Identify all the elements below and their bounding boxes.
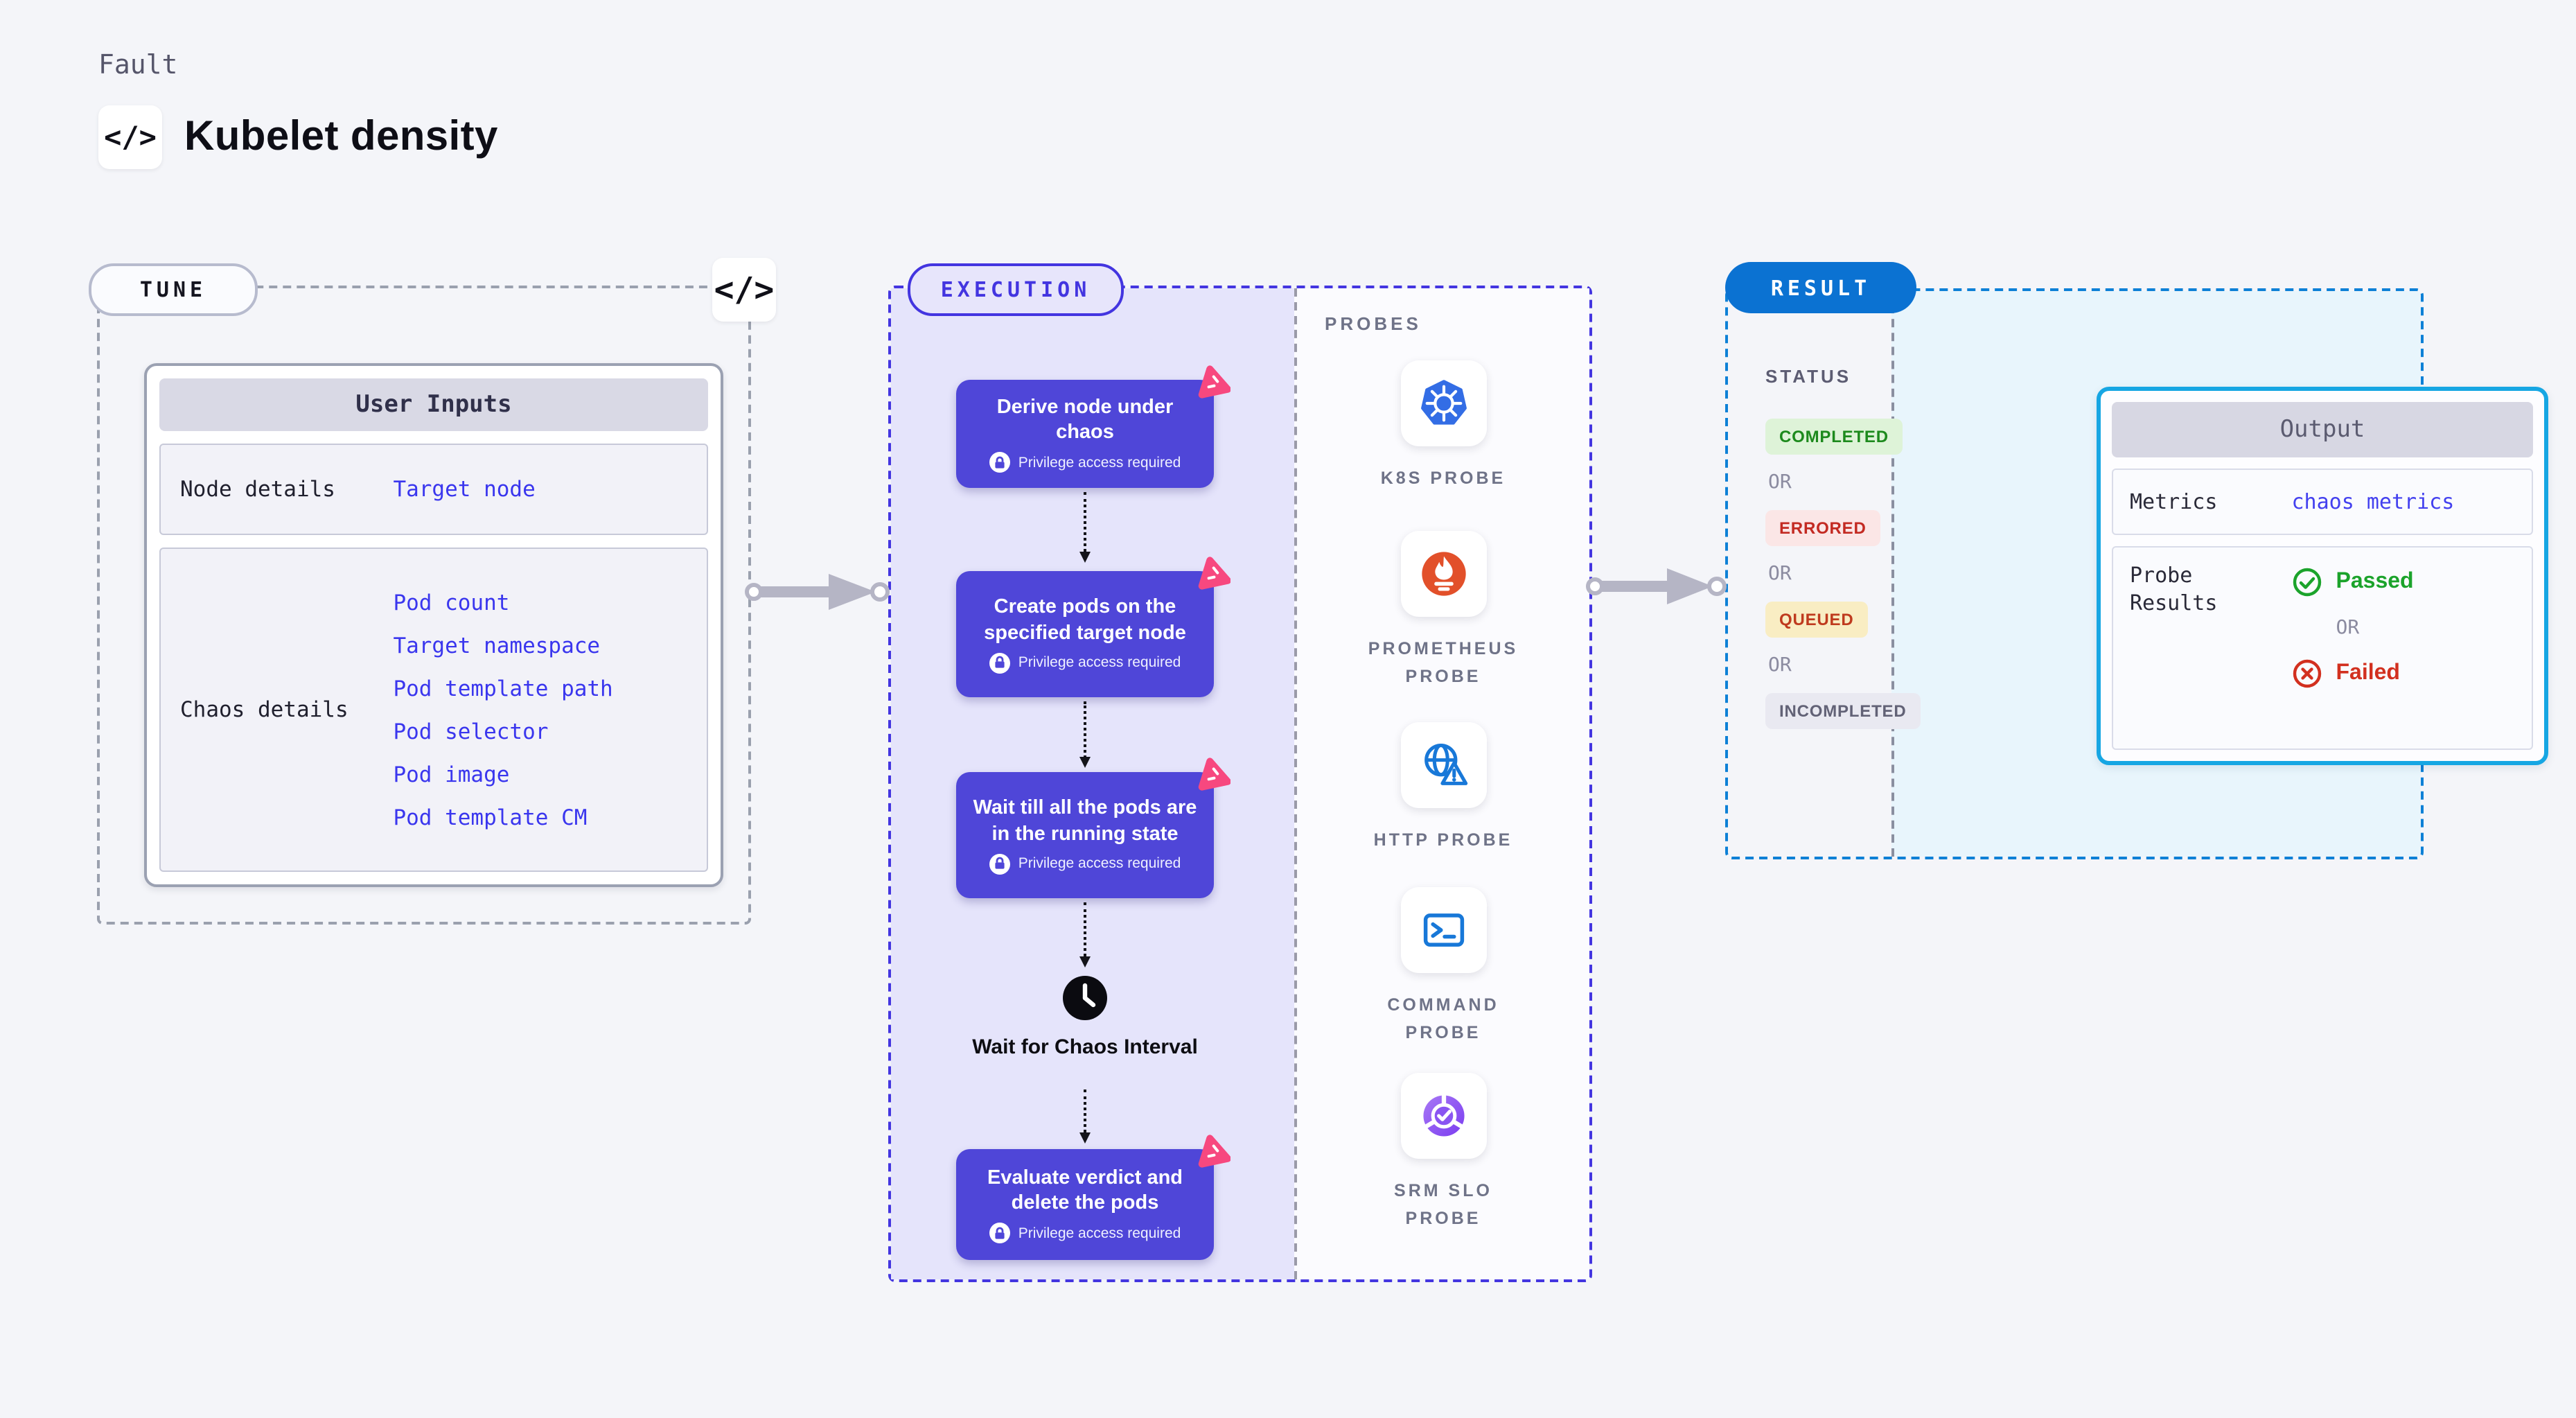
probe-prometheus: PROMETHEUS PROBE bbox=[1297, 531, 1589, 690]
lock-icon bbox=[989, 853, 1010, 875]
execution-panel: Derive node under chaos Privilege access… bbox=[888, 286, 1592, 1282]
step-wait-pods-running[interactable]: Wait till all the pods are in the runnin… bbox=[956, 758, 1230, 898]
link-pod-selector[interactable]: Pod selector bbox=[393, 719, 549, 744]
fault-overline: Fault bbox=[98, 50, 178, 80]
clock-icon bbox=[1060, 973, 1110, 1023]
lock-icon bbox=[989, 452, 1010, 473]
slo-check-icon[interactable] bbox=[1400, 1073, 1486, 1159]
page-header: </> Kubelet density bbox=[98, 105, 498, 169]
chaos-details-label: Chaos details bbox=[180, 697, 349, 722]
link-pod-template-path[interactable]: Pod template path bbox=[393, 676, 613, 701]
probes-panel: PROBES bbox=[1294, 288, 1589, 1279]
or-text: OR bbox=[1768, 654, 1792, 676]
step-derive-node[interactable]: Derive node under chaos Privilege access… bbox=[956, 365, 1230, 488]
wait-interval-label: Wait for Chaos Interval bbox=[972, 1035, 1198, 1059]
prometheus-icon[interactable] bbox=[1400, 531, 1486, 617]
or-text: OR bbox=[1768, 563, 1792, 585]
litmus-chaos-icon bbox=[1198, 758, 1230, 791]
lock-icon bbox=[989, 1223, 1010, 1244]
step-title: Create pods on the specified target node bbox=[984, 596, 1186, 644]
output-card: Output Metrics chaos metrics Probe Resul… bbox=[2097, 387, 2548, 765]
output-title: Output bbox=[2112, 402, 2533, 457]
chaos-metrics-link[interactable]: chaos metrics bbox=[2291, 489, 2455, 514]
node-details-label: Node details bbox=[180, 477, 335, 502]
probe-results-row: Probe Results Passed OR bbox=[2112, 546, 2533, 750]
arrow-tune-to-execution bbox=[745, 574, 890, 610]
probe-results-label: Probe Results bbox=[2130, 563, 2218, 616]
probe-http: HTTP PROBE bbox=[1297, 722, 1589, 854]
privilege-note: Privilege access required bbox=[989, 1223, 1181, 1244]
tune-code-icon: </> bbox=[712, 258, 776, 322]
step-title: Wait till all the pods are in the runnin… bbox=[973, 797, 1197, 845]
litmus-chaos-icon bbox=[1198, 365, 1230, 399]
probe-command: COMMAND PROBE bbox=[1297, 887, 1589, 1047]
status-badge-queued: QUEUED bbox=[1765, 602, 1868, 638]
x-circle-icon bbox=[2293, 659, 2321, 688]
link-target-namespace[interactable]: Target namespace bbox=[393, 633, 601, 658]
lock-icon bbox=[989, 652, 1010, 674]
user-inputs-card: User Inputs Node details Target node Cha… bbox=[144, 363, 723, 887]
failed-verdict: Failed bbox=[2292, 658, 2414, 689]
privilege-note: Privilege access required bbox=[989, 652, 1181, 674]
status-badge-incompleted: INCOMPLETED bbox=[1765, 693, 1921, 729]
step-title: Evaluate verdict and delete the pods bbox=[987, 1166, 1183, 1214]
flow-connector bbox=[1079, 701, 1091, 768]
status-column: STATUS COMPLETED OR ERRORED OR QUEUED OR… bbox=[1728, 291, 1921, 857]
result-output-area: Output Metrics chaos metrics Probe Resul… bbox=[1891, 291, 2548, 857]
step-evaluate-verdict[interactable]: Evaluate verdict and delete the pods Pri… bbox=[956, 1135, 1230, 1260]
flow-connector bbox=[1079, 902, 1091, 968]
kubernetes-icon[interactable] bbox=[1400, 360, 1486, 446]
probe-k8s: K8S PROBE bbox=[1297, 360, 1589, 492]
page-title: Kubelet density bbox=[184, 114, 498, 159]
step-title: Derive node under chaos bbox=[996, 396, 1174, 444]
link-pod-count[interactable]: Pod count bbox=[393, 590, 510, 615]
link-pod-image[interactable]: Pod image bbox=[393, 762, 510, 787]
check-circle-icon bbox=[2293, 568, 2321, 597]
litmus-chaos-icon bbox=[1198, 557, 1230, 590]
chaos-details-row: Chaos details Pod count Target namespace… bbox=[159, 548, 708, 872]
status-title: STATUS bbox=[1765, 366, 1852, 387]
result-panel: Output Metrics chaos metrics Probe Resul… bbox=[1725, 288, 2548, 859]
node-details-row: Node details Target node bbox=[159, 444, 708, 535]
globe-warning-icon[interactable] bbox=[1400, 722, 1486, 808]
privilege-note: Privilege access required bbox=[989, 853, 1181, 875]
flow-connector bbox=[1079, 492, 1091, 563]
user-inputs-title: User Inputs bbox=[159, 378, 708, 431]
status-badge-errored: ERRORED bbox=[1765, 510, 1880, 546]
flow-connector bbox=[1079, 1089, 1091, 1144]
tune-panel bbox=[97, 286, 751, 925]
privilege-note: Privilege access required bbox=[989, 452, 1181, 473]
litmus-chaos-icon bbox=[1198, 1135, 1230, 1168]
link-target-node[interactable]: Target node bbox=[393, 477, 536, 502]
execution-flow-area: Derive node under chaos Privilege access… bbox=[891, 288, 1294, 1279]
metrics-row: Metrics chaos metrics bbox=[2112, 469, 2533, 535]
arrow-execution-to-result bbox=[1586, 568, 1727, 604]
or-text: OR bbox=[1768, 471, 1792, 493]
code-icon: </> bbox=[98, 105, 162, 169]
execution-pill: EXECUTION bbox=[908, 263, 1124, 316]
status-badge-completed: COMPLETED bbox=[1765, 419, 1903, 455]
step-create-pods[interactable]: Create pods on the specified target node… bbox=[956, 557, 1230, 697]
metrics-label: Metrics bbox=[2130, 489, 2218, 514]
passed-verdict: Passed bbox=[2292, 567, 2414, 597]
link-pod-template-cm[interactable]: Pod template CM bbox=[393, 805, 588, 830]
terminal-icon[interactable] bbox=[1400, 887, 1486, 973]
result-pill: RESULT bbox=[1725, 262, 1916, 313]
or-text: OR bbox=[2336, 617, 2360, 639]
tune-pill: TUNE bbox=[89, 263, 258, 316]
probe-srm-slo: SRM SLO PROBE bbox=[1297, 1073, 1589, 1232]
probes-title: PROBES bbox=[1325, 313, 1422, 334]
